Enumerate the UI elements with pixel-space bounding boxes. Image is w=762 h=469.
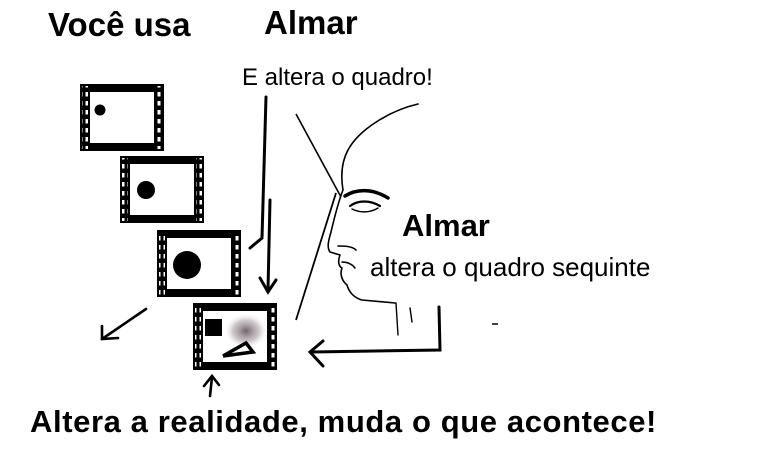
arrow-up-icon [202,373,221,398]
eye [348,200,382,208]
film-frame-1 [80,84,164,151]
title-voce-usa: Você usa [48,6,191,43]
arrow-down-icon [248,95,278,295]
sight-line-lower [295,192,337,321]
blur-spot [224,313,268,349]
caption-bottom: Altera a realidade, muda o que acontece! [30,404,657,439]
large-dot-icon [173,251,201,279]
sight-line [295,113,342,198]
eyebrow [343,188,390,200]
small-dot-icon [94,104,106,116]
arrow-down-left-icon [100,307,148,341]
title-almar: Almar [264,4,358,41]
film-frame-2 [120,156,204,223]
medium-dot-icon [137,181,155,199]
film-frame-3 [157,230,241,297]
face-profile [327,103,419,336]
film-frame-4 [193,303,277,370]
nostril [337,245,357,251]
square-icon [205,319,222,336]
lips [341,261,356,269]
triangle-icon [222,340,257,358]
arrow-left-icon [307,305,442,368]
label-altera-quadro-sequinte: altera o quadro sequinte [370,252,651,282]
label-altera-quadro: E altera o quadro! [242,64,433,91]
label-almar: Almar [402,208,490,243]
